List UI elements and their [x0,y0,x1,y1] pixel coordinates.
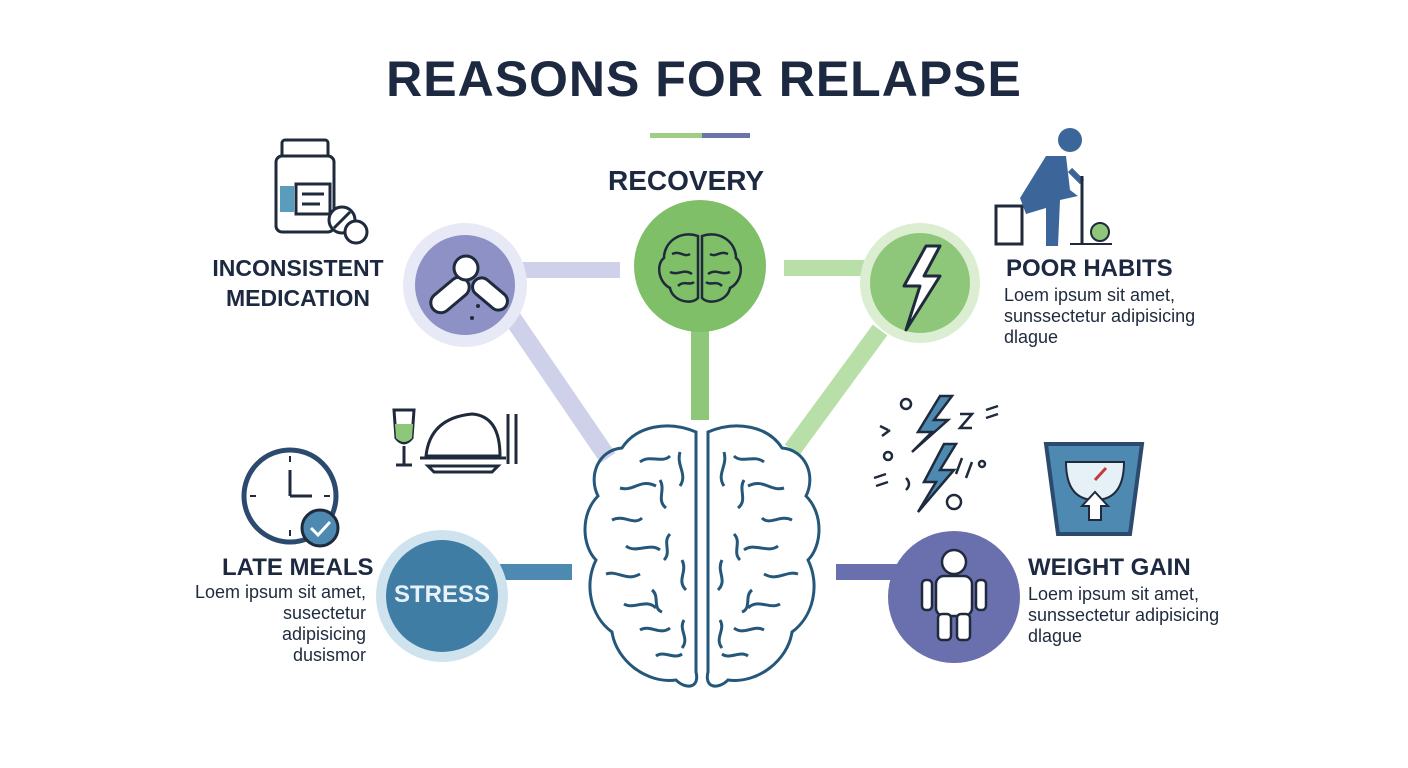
desc-line: dlague [1028,626,1083,646]
late-meals-label: LATE MEALS [222,554,374,581]
pill-bottle-icon [274,138,369,245]
desc-line: Loem ipsum sit amet, [194,582,366,602]
desc-line: Loem ipsum sit amet, [1028,584,1200,604]
connectors [490,260,900,580]
small-brain-icon [657,233,743,303]
stress-bubble [376,530,508,662]
label-line: MEDICATION [226,285,370,311]
desc-line: dusismor [292,645,366,665]
capsule-icon [429,254,509,315]
weight-gain-description: Loem ipsum sit amet, sunssectetur adipis… [1028,584,1219,647]
connector-medication [492,294,616,464]
elderly-person-icon [994,128,1112,246]
recovery-label: RECOVERY [608,165,765,196]
label-line: INCONSISTENT [212,255,384,281]
desc-line: sunssectetur adipisicing [1028,605,1220,625]
clock-icon [241,447,340,548]
inconsistent-medication-label: INCONSISTENT MEDICATION [210,253,386,313]
bathroom-scale-icon [1043,442,1145,536]
recovery-bubble [634,200,766,332]
poor-habits-description: Loem ipsum sit amet, sunssectetur adipis… [1004,285,1195,348]
desc-line: susectetur adipisicing [281,603,366,644]
lightning-icon [902,244,942,332]
weight-gain-bubble [888,531,1020,663]
connector-poor-habits [784,324,888,456]
desc-line: sunssectetur adipisicing [1004,306,1196,326]
weight-gain-label: WEIGHT GAIN [1028,554,1191,581]
title-divider [650,133,750,138]
late-meals-description: Loem ipsum sit amet, susectetur adipisic… [194,582,366,666]
person-icon [920,548,988,642]
stress-label: STRESS [393,581,491,608]
brain-illustration [583,424,821,688]
poor-habits-label: POOR HABITS [1006,255,1173,282]
desc-line: Loem ipsum sit amet, [1004,285,1176,305]
poor-habits-bubble [860,223,980,343]
page-title: REASONS FOR RELAPSE [386,51,1022,107]
stress-doodles-icon [873,394,999,513]
desc-line: dlague [1004,327,1059,347]
dinner-plate-icon [392,408,518,474]
medication-bubble [403,223,527,347]
